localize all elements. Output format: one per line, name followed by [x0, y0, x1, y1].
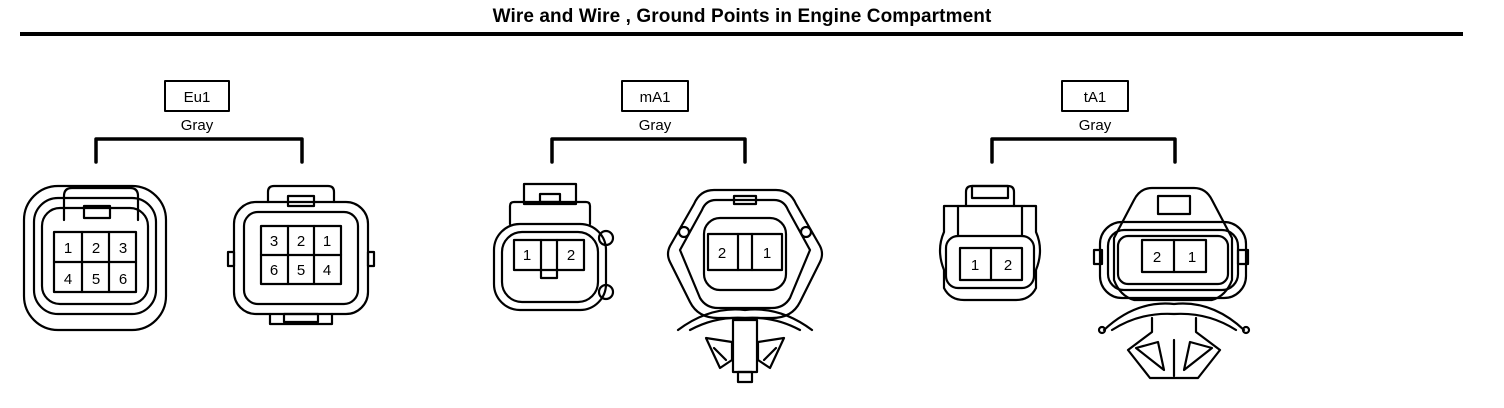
- pin-label: 6: [119, 271, 127, 288]
- pin-label: 1: [763, 245, 771, 262]
- connector-group-ma1: mA1 Gray 1 2: [492, 80, 824, 384]
- pin-label: 1: [971, 257, 979, 274]
- pair-bracket-ma1: [550, 137, 747, 164]
- pin-label: 4: [64, 271, 72, 288]
- pin-label: 3: [270, 233, 278, 250]
- male-connector-eu1: 3 2 1 6 5 4: [226, 184, 376, 326]
- connector-color-eu1: Gray: [181, 117, 214, 134]
- connector-code-ta1: tA1: [1084, 89, 1107, 106]
- pin-label: 6: [270, 262, 278, 279]
- page-title: Wire and Wire , Ground Points in Engine …: [492, 6, 992, 27]
- pin-label: 1: [523, 247, 531, 264]
- pin-label: 2: [1153, 249, 1161, 266]
- connector-code-box-eu1: [164, 80, 230, 112]
- pin-label: 2: [297, 233, 305, 250]
- connector-group-eu1: Eu1 Gray 1 2 3 4 5 6: [22, 80, 376, 332]
- pin-label: 1: [1188, 249, 1196, 266]
- connector-code-box-ma1: [621, 80, 689, 112]
- male-connector-ma1: 2 1: [666, 188, 824, 384]
- female-connector-eu1: 1 2 3 4 5 6: [22, 184, 168, 332]
- pin-label: 1: [323, 233, 331, 250]
- connector-group-ta1: tA1 Gray 1 2 2 1: [938, 80, 1251, 380]
- pin-label: 2: [92, 240, 100, 257]
- pair-bracket-eu1: [94, 137, 304, 164]
- male-connector-ta1: 2 1: [1092, 186, 1251, 380]
- pin-label: 4: [323, 262, 331, 279]
- title-underline: [20, 32, 1463, 36]
- pin-label: 5: [92, 271, 100, 288]
- connector-code-eu1: Eu1: [184, 89, 211, 106]
- connector-color-ma1: Gray: [639, 117, 672, 134]
- pin-label: 3: [119, 240, 127, 257]
- connector-color-ta1: Gray: [1079, 117, 1112, 134]
- connector-code-ma1: mA1: [640, 89, 671, 106]
- pin-label: 5: [297, 262, 305, 279]
- pin-label: 1: [64, 240, 72, 257]
- female-connector-ma1: 1 2: [492, 182, 615, 312]
- pin-label: 2: [1004, 257, 1012, 274]
- connector-code-box-ta1: [1061, 80, 1129, 112]
- pair-bracket-ta1: [990, 137, 1177, 164]
- female-connector-ta1: 1 2: [938, 184, 1042, 302]
- pin-label: 2: [718, 245, 726, 262]
- pin-label: 2: [567, 247, 575, 264]
